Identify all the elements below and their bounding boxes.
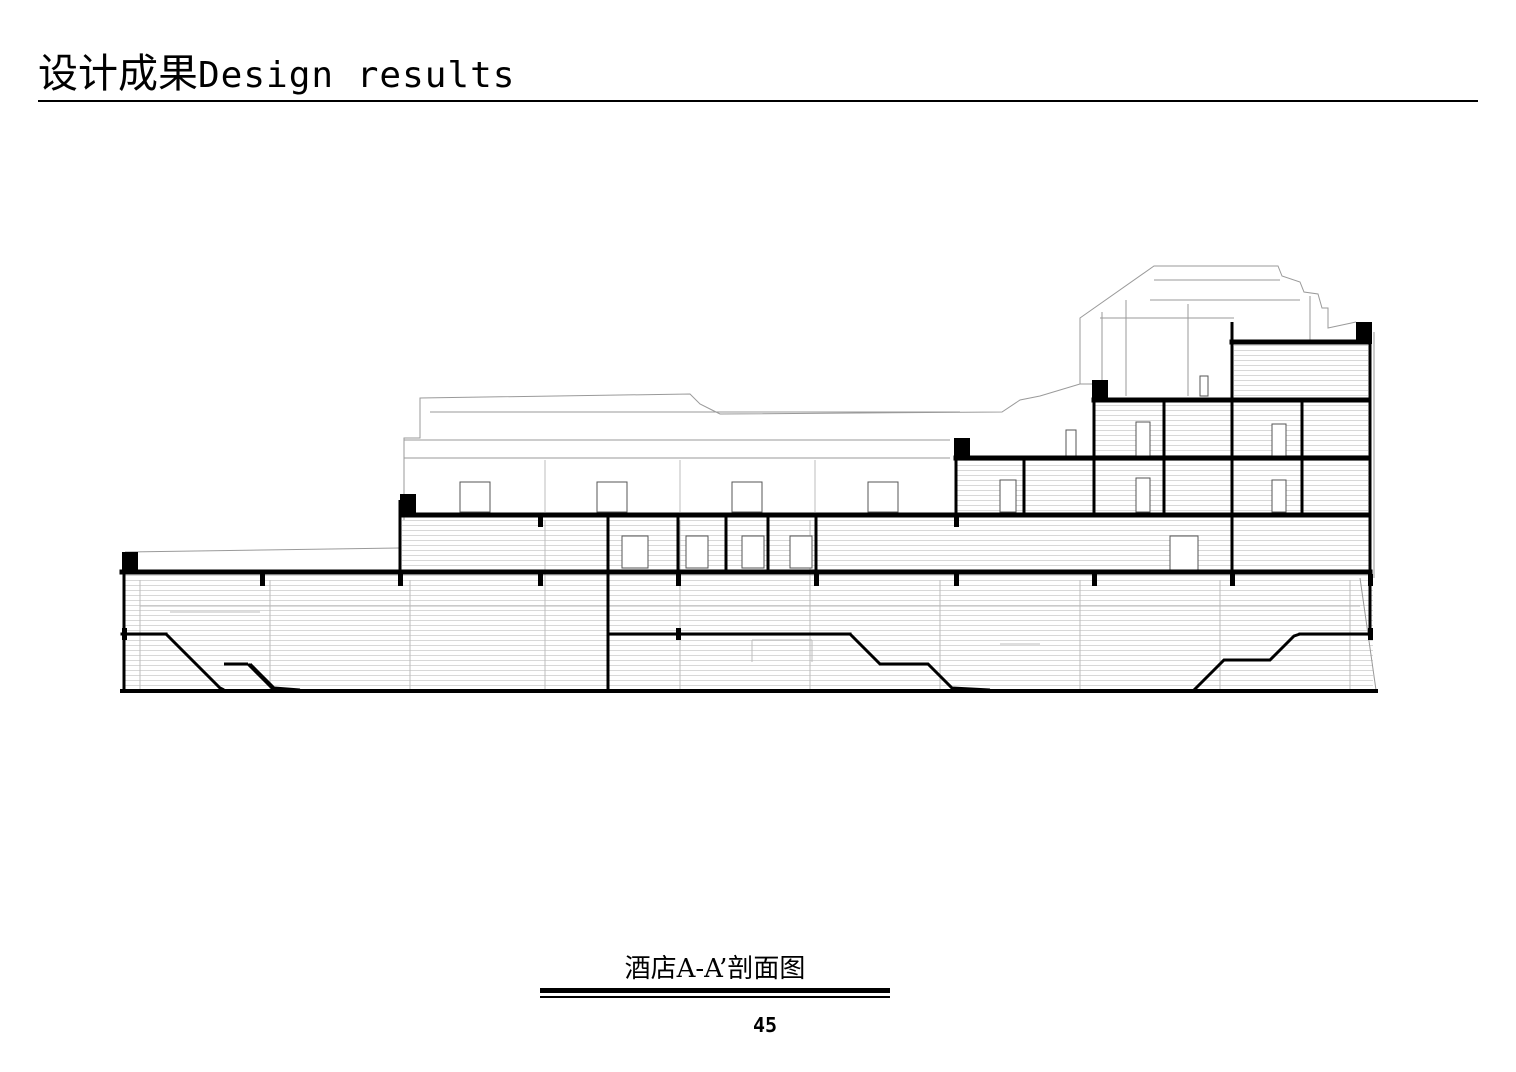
parapets	[122, 322, 1372, 574]
drawing-caption: 酒店A-A’剖面图	[624, 954, 806, 984]
column-stubs	[122, 517, 1373, 640]
page-title-en: Design results	[198, 55, 516, 96]
page-number: 45	[752, 1013, 778, 1037]
window-openings	[459, 375, 1287, 571]
background-elevation	[124, 265, 1377, 691]
stairs	[164, 632, 1301, 692]
header-rule	[38, 100, 1478, 102]
floor-slabs	[119, 339, 1378, 693]
page-header: 设计成果Design results	[38, 48, 515, 102]
page-title-cn: 设计成果	[38, 51, 198, 97]
caption-rule-thin	[540, 996, 890, 998]
caption-rule-thick	[540, 988, 890, 993]
